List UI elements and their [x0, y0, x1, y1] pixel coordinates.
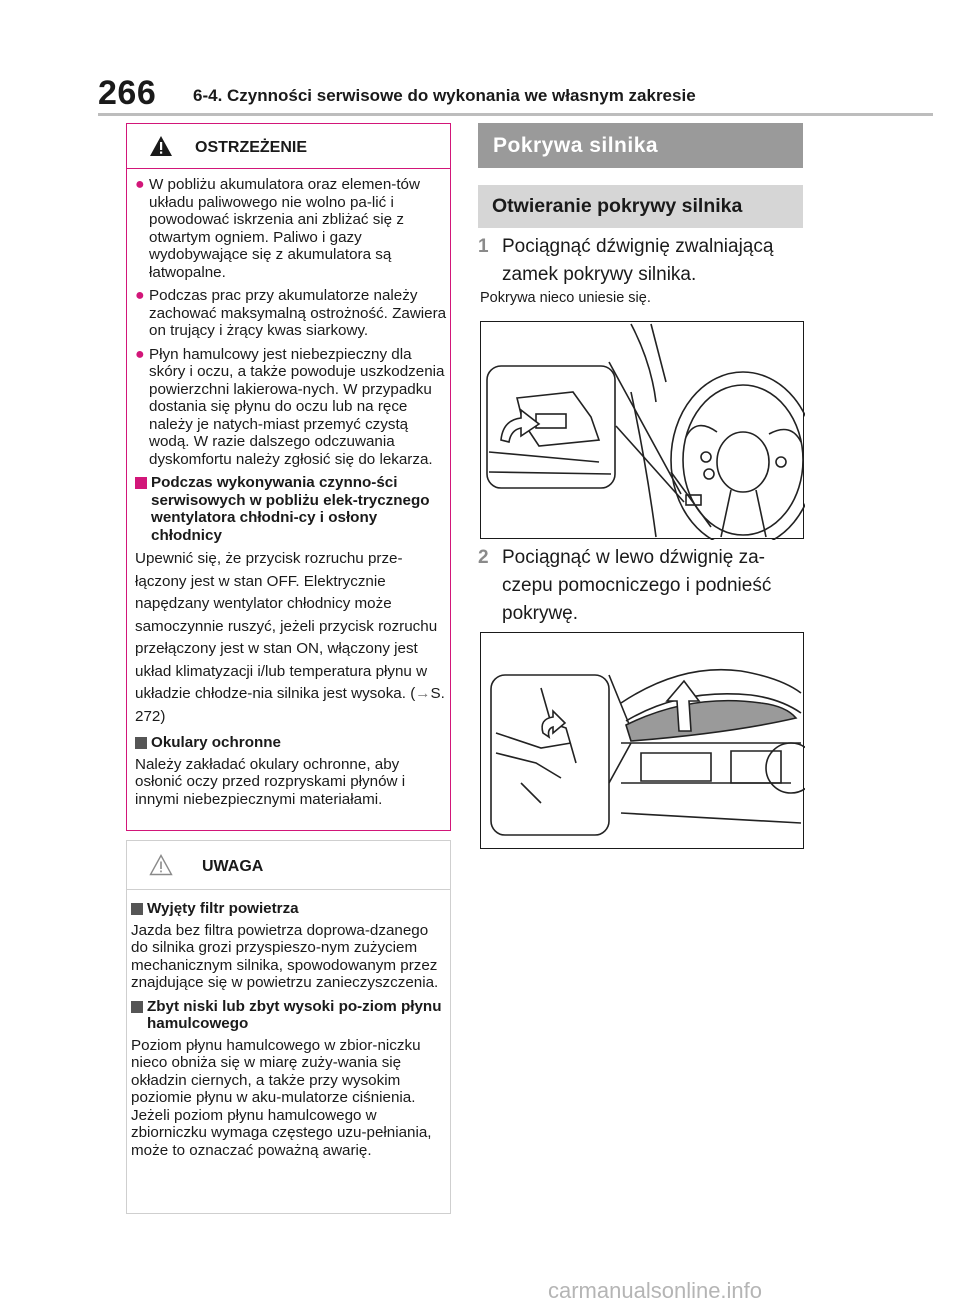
square-bullet-icon — [131, 903, 143, 915]
watermark: carmanualsonline.info — [548, 1278, 763, 1303]
section-heading-bar: Pokrywa silnika — [478, 123, 803, 168]
caution-section-text: Poziom płynu hamulcowego w zbior-niczku … — [131, 1036, 421, 1107]
square-bullet-icon — [131, 1000, 143, 1013]
warning-section-heading: Podczas wykonywania czynno-ści serwisowy… — [135, 474, 447, 544]
subsection-heading-bar: Otwieranie pokrywy silnika — [478, 185, 803, 228]
step-number: 1 — [478, 236, 489, 257]
caution-header: UWAGA — [127, 841, 450, 890]
warning-section-text: Należy zakładać okulary ochronne, aby os… — [135, 755, 406, 808]
warning-title: OSTRZEŻENIE — [195, 139, 308, 156]
caution-body: Wyjęty filtr powietrza Jazda bez filtra … — [131, 898, 447, 1159]
warning-section-text: Upewnić się, że przycisk rozruchu prze-ł… — [135, 550, 445, 725]
caution-box: UWAGA Wyjęty filtr powietrza Jazda bez f… — [126, 840, 451, 1214]
bullet-dot-icon: ● — [135, 345, 145, 363]
caution-section-text: Jeżeli poziom płynu hamulcowego w zbiorn… — [131, 1106, 432, 1159]
section-title: 6-4. Czynności serwisowe do wykonania we… — [193, 86, 696, 105]
caution-section-heading: Zbyt niski lub zbyt wysoki po-ziom płynu… — [131, 998, 447, 1033]
square-bullet-icon — [135, 737, 147, 749]
bullet-dot-icon: ● — [135, 287, 145, 304]
page-number: 266 — [98, 74, 157, 112]
hood-lift-drawing — [490, 668, 805, 836]
warning-header: OSTRZEŻENIE — [127, 124, 450, 169]
square-bullet-icon — [135, 477, 147, 489]
warning-section-heading: Okulary ochronne — [135, 734, 447, 752]
step-number: 2 — [478, 547, 489, 568]
warning-bullet: ● Płyn hamulcowy jest niebezpieczny dla … — [135, 345, 445, 468]
warning-body: ● W pobliżu akumulatora oraz elemen-tów … — [135, 176, 447, 808]
warning-triangle-icon — [150, 136, 172, 156]
caution-section-text: Jazda bez filtra powietrza doprowa-dzane… — [131, 921, 439, 992]
header-divider — [98, 113, 933, 116]
warning-bullet: ● W pobliżu akumulatora oraz elemen-tów … — [135, 176, 420, 281]
hood-release-drawing — [486, 323, 805, 540]
warning-bullet: ● Podczas prac przy akumulatorze należy … — [135, 287, 447, 339]
caution-section-heading: Wyjęty filtr powietrza — [131, 900, 447, 918]
warning-box: OSTRZEŻENIE ● W pobliżu akumulatora oraz… — [126, 123, 451, 831]
hood-release-lever-illustration — [480, 321, 805, 540]
hood-lift-illustration — [480, 632, 805, 849]
bullet-dot-icon: ● — [135, 176, 145, 193]
caution-title: UWAGA — [202, 858, 264, 875]
arrow-reference-icon: → — [415, 685, 431, 702]
caution-triangle-icon — [149, 854, 173, 876]
step-1-note: Pokrywa nieco uniesie się. — [480, 290, 651, 306]
